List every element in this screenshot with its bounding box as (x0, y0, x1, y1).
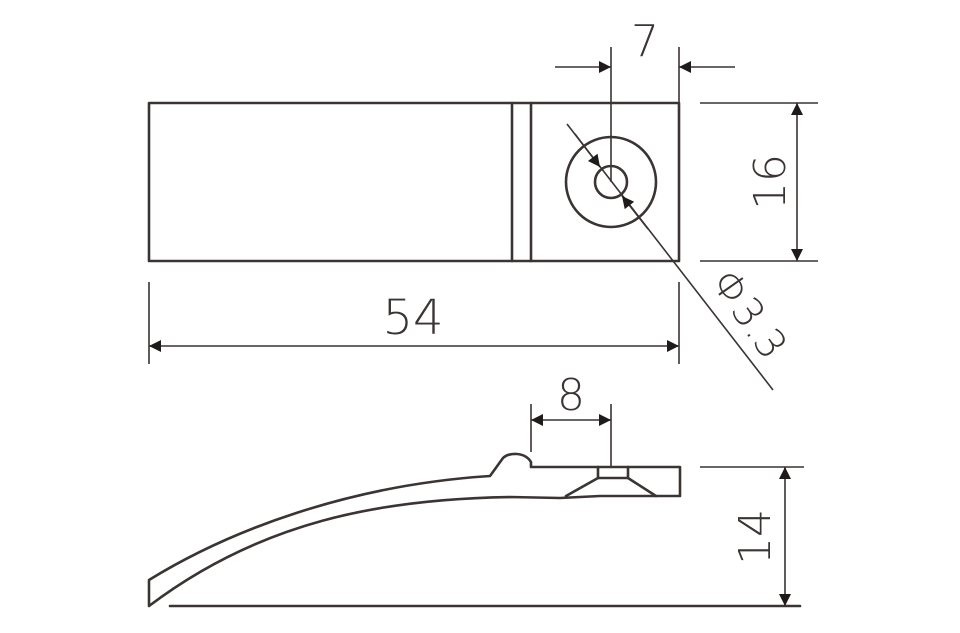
dimension-length: 54 (148, 282, 680, 364)
top-view (147, 101, 681, 263)
diameter-arrow-bottom (621, 195, 649, 230)
leader-line-diameter (566, 123, 774, 391)
dimension-height: 14 (700, 466, 804, 606)
dimension-label-height: 14 (730, 509, 781, 565)
side-view (147, 452, 802, 608)
dimension-hole-offset: 7 (555, 16, 735, 182)
countersink-section (564, 476, 658, 498)
dimension-label-length: 54 (382, 290, 443, 346)
dimension-width: 16 (700, 102, 818, 262)
dimension-countersink-width: 8 (530, 370, 612, 466)
clip-profile (147, 452, 682, 608)
diameter-arrow-top (574, 133, 601, 168)
dimension-label-countersink-width: 8 (557, 370, 585, 421)
plate-outline (147, 101, 681, 263)
dimension-label-hole-diameter: Φ3.3 (702, 261, 796, 368)
dimension-label-width: 16 (745, 154, 796, 210)
dimension-label-hole-offset: 7 (631, 16, 659, 67)
